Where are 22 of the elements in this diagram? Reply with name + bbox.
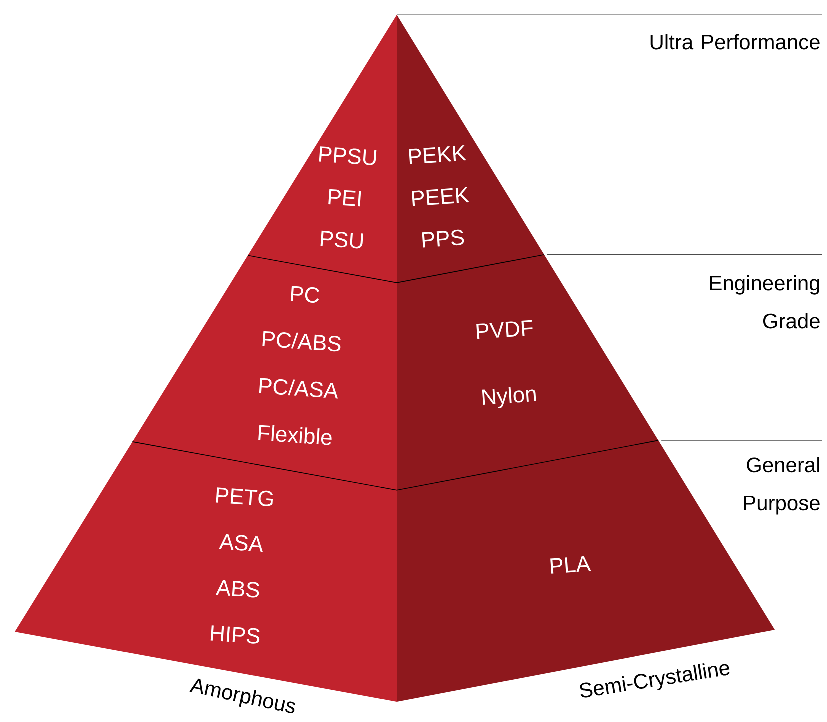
node-label: PC/ABS (262, 331, 341, 352)
pyramid-face: PEKK PEEK PPS (397, 15, 544, 283)
face-label: Semi-Crystalline (580, 663, 730, 698)
node-label: PPSU (319, 146, 377, 166)
node-label: PPS (422, 230, 464, 248)
pyramid-face: PVDF Nylon (397, 254, 659, 490)
node-label: PEEK (412, 187, 470, 206)
node-label: ASA (219, 534, 263, 552)
node-label: PSU (320, 230, 364, 249)
node-label: PC (290, 286, 320, 304)
node-label: PEKK (409, 145, 467, 164)
node-label: ABS (216, 580, 260, 598)
node-label: PC/ASA (259, 378, 338, 399)
node-label: PEI (328, 189, 362, 207)
node-label: Nylon (482, 387, 536, 408)
tier-label: Engineering Grade (710, 275, 820, 329)
node-label: PVDF (476, 320, 533, 340)
node-label: HIPS (210, 626, 260, 644)
node-label: PLA (550, 556, 592, 574)
node-label: PETG (216, 488, 274, 506)
tier-label: Ultra Performance (650, 34, 820, 50)
pyramid-face: PPSU PEI PSU (248, 15, 397, 283)
